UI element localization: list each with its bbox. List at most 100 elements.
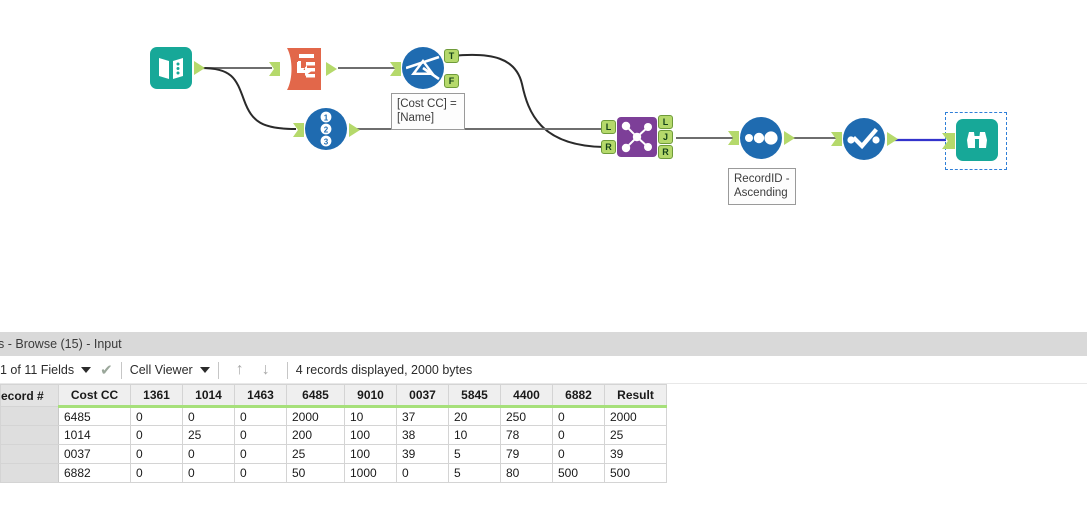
scroll-up-icon[interactable]: ↑ — [235, 361, 244, 378]
table-cell[interactable]: 1000 — [344, 463, 397, 483]
row-header-cell[interactable] — [0, 463, 59, 483]
input-anchor[interactable] — [293, 123, 305, 137]
table-cell[interactable]: 25 — [286, 444, 345, 464]
table-cell[interactable]: 38 — [396, 425, 449, 445]
output-anchor-right[interactable]: R — [658, 145, 673, 159]
table-cell[interactable]: 0 — [552, 406, 605, 426]
table-cell[interactable]: 39 — [396, 444, 449, 464]
table-cell[interactable]: 0 — [182, 444, 235, 464]
table-cell[interactable]: 0 — [234, 406, 287, 426]
input-anchor-left[interactable]: L — [601, 120, 616, 134]
node-sort[interactable] — [728, 117, 795, 159]
output-anchor-true[interactable]: T — [444, 49, 459, 63]
table-cell[interactable]: 79 — [500, 444, 553, 464]
table-cell[interactable]: 0 — [234, 444, 287, 464]
table-cell[interactable]: 37 — [396, 406, 449, 426]
scroll-down-icon[interactable]: ↓ — [261, 361, 270, 378]
table-cell[interactable]: 500 — [552, 463, 605, 483]
table-cell[interactable]: 200 — [286, 425, 345, 445]
table-cell[interactable]: 6485 — [58, 406, 131, 426]
table-cell[interactable]: 0 — [234, 463, 287, 483]
output-anchor[interactable] — [349, 123, 361, 137]
input-anchor[interactable] — [269, 62, 281, 76]
output-anchor-false[interactable]: F — [444, 74, 459, 88]
input-anchor[interactable] — [728, 131, 740, 145]
column-header[interactable]: Result — [604, 384, 667, 408]
row-header-cell[interactable] — [0, 406, 59, 426]
row-header-cell[interactable] — [0, 444, 59, 464]
table-cell[interactable]: 80 — [500, 463, 553, 483]
node-transpose[interactable] — [269, 46, 337, 97]
row-header-cell[interactable] — [0, 425, 59, 445]
table-cell[interactable]: 39 — [604, 444, 667, 464]
table-cell[interactable]: 0 — [396, 463, 449, 483]
table-cell[interactable]: 0 — [182, 463, 235, 483]
table-cell[interactable]: 0 — [234, 425, 287, 445]
column-header[interactable]: Cost CC — [58, 384, 131, 408]
table-cell[interactable]: 25 — [182, 425, 235, 445]
table-cell[interactable]: 5 — [448, 444, 501, 464]
node-browse[interactable] — [942, 119, 998, 161]
check-icon[interactable]: ✔ — [100, 361, 113, 379]
output-anchor[interactable] — [784, 131, 796, 145]
table-cell[interactable]: 0 — [552, 444, 605, 464]
output-anchor-join[interactable]: J — [658, 130, 673, 144]
output-anchor[interactable] — [194, 61, 206, 75]
output-anchor[interactable] — [326, 62, 338, 76]
table-cell[interactable]: 78 — [500, 425, 553, 445]
table-cell[interactable]: 0 — [182, 406, 235, 426]
node-select[interactable] — [831, 118, 898, 160]
table-cell[interactable]: 10 — [344, 406, 397, 426]
table-cell[interactable]: 6882 — [58, 463, 131, 483]
fields-selector[interactable]: 1 of 11 Fields ✔ — [0, 357, 113, 383]
table-cell[interactable]: 0 — [552, 425, 605, 445]
table-cell[interactable]: 5 — [448, 463, 501, 483]
table-cell[interactable]: 10 — [448, 425, 501, 445]
column-header-record[interactable]: ecord # — [0, 384, 59, 407]
workflow-canvas[interactable]: T F [Cost CC] = [Name] 1 2 3 — [0, 0, 1087, 330]
column-header[interactable]: 0037 — [396, 384, 449, 408]
input-anchor-right[interactable]: R — [601, 140, 616, 154]
table-cell[interactable]: 50 — [286, 463, 345, 483]
column-header[interactable]: 6485 — [286, 384, 345, 408]
table-cell[interactable]: 500 — [604, 463, 667, 483]
input-anchor[interactable] — [390, 62, 402, 76]
node-join[interactable]: L R L J R — [601, 115, 673, 159]
column-header[interactable]: 1361 — [130, 384, 183, 408]
chevron-down-icon[interactable] — [199, 367, 210, 373]
output-anchor-left[interactable]: L — [658, 115, 673, 129]
table-cell[interactable]: 2000 — [286, 406, 345, 426]
output-anchor[interactable] — [887, 132, 899, 146]
table-cell[interactable]: 0037 — [58, 444, 131, 464]
column-header[interactable]: 6882 — [552, 384, 605, 408]
input-anchor[interactable] — [942, 133, 955, 149]
table-cell[interactable]: 100 — [344, 444, 397, 464]
chevron-down-icon[interactable] — [81, 367, 92, 373]
column-header[interactable]: 1014 — [182, 384, 235, 408]
node-record-id[interactable]: 1 2 3 — [293, 108, 360, 150]
column-header[interactable]: 1463 — [234, 384, 287, 408]
table-cell[interactable]: 0 — [130, 406, 183, 426]
column-header[interactable]: 5845 — [448, 384, 501, 408]
table-cell[interactable]: 250 — [500, 406, 553, 426]
table-cell[interactable]: 0 — [130, 425, 183, 445]
viewer-selector[interactable]: Cell Viewer — [130, 357, 210, 383]
table-cell[interactable]: 20 — [448, 406, 501, 426]
node-filter[interactable]: T F — [390, 47, 459, 89]
table-cell[interactable]: 0 — [130, 463, 183, 483]
column-header[interactable]: 9010 — [344, 384, 397, 408]
table-cell[interactable]: 0 — [130, 444, 183, 464]
table-cell[interactable]: 2000 — [604, 406, 667, 426]
node-input-data[interactable] — [150, 47, 205, 89]
table-cell[interactable]: 1014 — [58, 425, 131, 445]
table-cell[interactable]: 25 — [604, 425, 667, 445]
table-cell[interactable]: 100 — [344, 425, 397, 445]
column-header[interactable]: 4400 — [500, 384, 553, 408]
record-status-text: 4 records displayed, 2000 bytes — [295, 363, 473, 377]
input-anchor[interactable] — [831, 132, 843, 146]
